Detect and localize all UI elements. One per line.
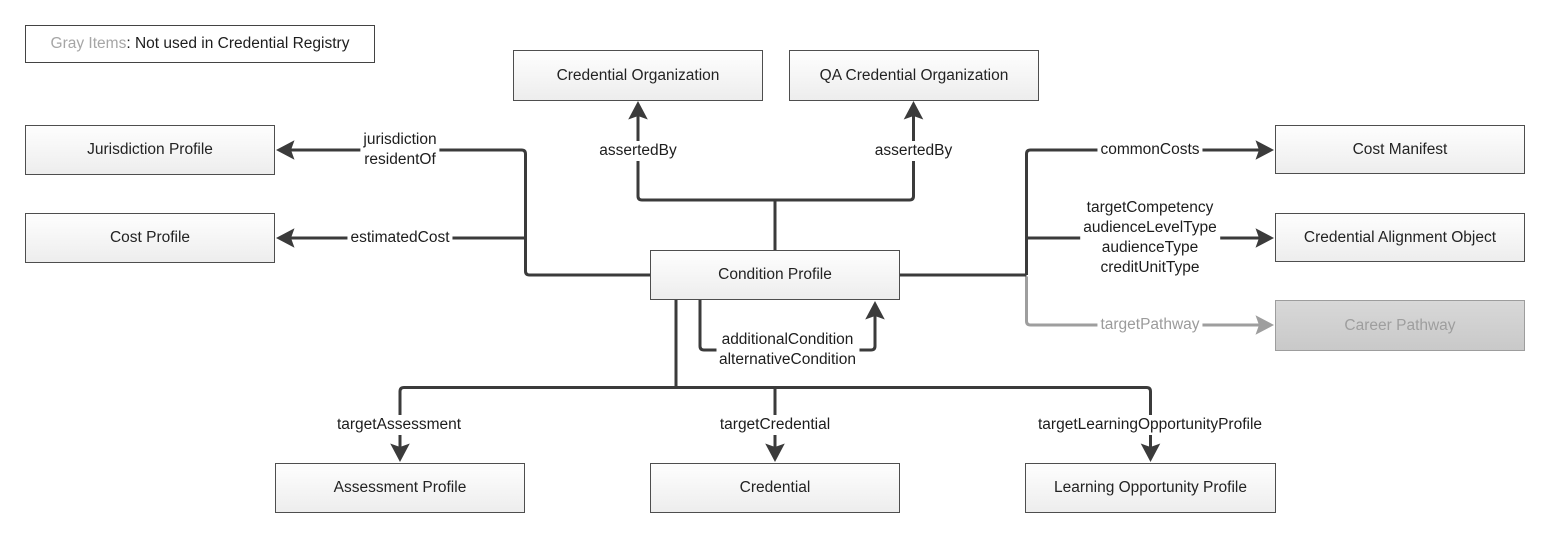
arrowhead-asserted-by-right [903,101,924,120]
edge-label-line: audienceType [1101,239,1199,256]
connector-common-costs [1025,148,1270,275]
edge-label-asserted-by-right: assertedBy [871,140,956,161]
node-qa-credential-organization: QA Credential Organization [789,50,1039,101]
edge-label-line: targetCompetency [1086,199,1214,216]
node-cost-manifest: Cost Manifest [1275,125,1525,174]
edge-label-jurisdiction-residentof: jurisdiction residentOf [360,130,440,170]
edge-label-line: creditUnitType [1100,259,1200,276]
edge-label-target-learning-opportunity-profile: targetLearningOpportunityProfile [1034,414,1266,435]
arrowhead-alignment [1255,228,1274,248]
node-label: Credential [739,479,811,496]
arrowhead-common-costs [1255,140,1274,160]
connector-jurisdiction [281,148,650,277]
edge-label-target-pathway: targetPathway [1097,315,1203,335]
arrowhead-target-lop [1140,443,1161,462]
arrowhead-target-pathway [1255,315,1274,335]
node-label: Condition Profile [718,266,832,283]
node-label: Credential Organization [556,66,720,84]
edge-label-estimated-cost: estimatedCost [347,228,453,248]
node-credential-alignment-object: Credential Alignment Object [1275,213,1525,262]
edge-label-line: targetAssessment [336,415,462,433]
edge-label-line: targetCredential [719,415,831,433]
arrowhead-target-credential [765,443,785,462]
edge-label-line: jurisdiction [363,131,437,148]
edge-label-target-assessment: targetAssessment [333,414,465,435]
node-assessment-profile: Assessment Profile [275,463,525,513]
arrowhead-self-loop [865,301,885,320]
arrowhead-asserted-by-left [628,101,648,120]
edge-label-line: additionalCondition [721,331,854,348]
edge-label-line: alternativeCondition [718,351,857,368]
connector-asserted-by-fork [636,105,915,202]
node-label: Career Pathway [1344,316,1456,334]
node-credential-organization: Credential Organization [513,50,763,101]
edge-label-alignment: targetCompetency audienceLevelType audie… [1080,198,1220,278]
node-label: QA Credential Organization [819,66,1009,84]
edge-label-asserted-by-left: assertedBy [596,140,680,161]
node-credential: Credential [650,463,900,513]
node-label: Assessment Profile [333,479,467,496]
node-label: Cost Profile [109,229,191,246]
legend-gray-label: Gray Items [50,35,127,52]
edge-label-target-credential: targetCredential [716,414,834,435]
edge-label-line: targetLearningOpportunityProfile [1037,415,1263,433]
arrowhead-jurisdiction [276,140,295,160]
edge-label-common-costs: commonCosts [1097,140,1203,160]
edge-label-line: commonCosts [1100,141,1200,158]
node-cost-profile: Cost Profile [25,213,275,263]
node-learning-opportunity-profile: Learning Opportunity Profile [1025,463,1276,513]
edge-label-line: estimatedCost [350,229,450,246]
node-label: Learning Opportunity Profile [1053,479,1247,496]
node-condition-profile: Condition Profile [650,250,900,300]
legend-text: : Not used in Credential Registry [126,35,350,52]
node-label: Cost Manifest [1352,140,1448,158]
arrowhead-target-assessment [390,443,410,462]
connector-target-pathway [1025,276,1270,327]
node-label: Jurisdiction Profile [87,141,213,158]
node-label: Credential Alignment Object [1303,228,1497,246]
edge-label-line: residentOf [364,151,436,168]
edge-label-line: assertedBy [599,141,677,159]
edge-label-line: assertedBy [874,141,953,159]
edge-label-line: targetPathway [1100,316,1200,333]
legend-box: Gray Items: Not used in Credential Regis… [25,25,375,63]
node-career-pathway: Career Pathway [1275,300,1525,351]
arrowhead-estimated-cost [276,228,295,248]
node-jurisdiction-profile: Jurisdiction Profile [25,125,275,175]
edge-label-line: audienceLevelType [1083,219,1217,236]
edge-label-additional-alternative-condition: additionalCondition alternativeCondition [715,330,860,370]
